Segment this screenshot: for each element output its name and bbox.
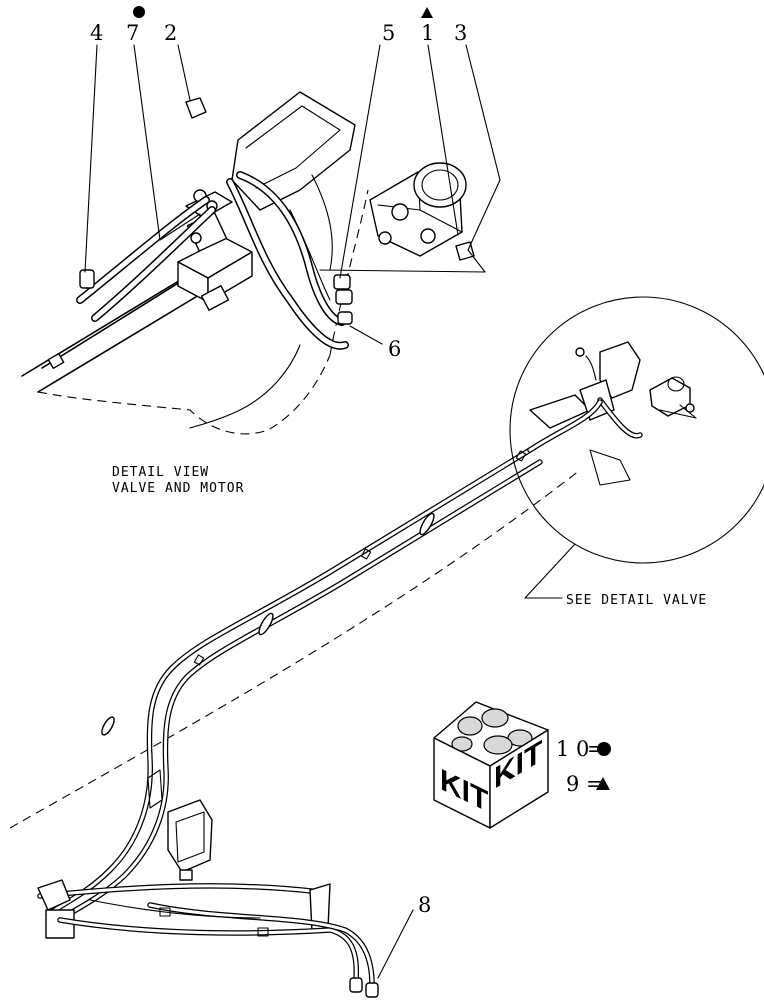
callout-8: 8	[418, 893, 431, 917]
kit9-number: 9 =	[566, 772, 604, 796]
detail-circle	[509, 296, 764, 599]
notes: DETAIL VIEW VALVE AND MOTOR SEE DETAIL V…	[112, 465, 707, 608]
hose-routing	[9, 447, 581, 998]
callout-7: 7	[126, 21, 139, 45]
callout-6: 6	[388, 337, 401, 361]
kit10-circle-legend-symbol	[597, 742, 611, 756]
see-detail-valve-label: SEE DETAIL VALVE	[566, 593, 707, 608]
kit10-equals: =	[587, 737, 605, 761]
callout-leaders	[84, 44, 501, 979]
callout-labels: 1 2 3 4 5 6 7 8	[90, 6, 467, 917]
kit9-triangle-legend-symbol	[596, 777, 610, 790]
callout-2: 2	[164, 21, 177, 45]
callout-1: 1	[421, 21, 434, 45]
detail-view-valve-motor	[21, 91, 475, 435]
kit9-triangle-symbol	[421, 7, 433, 18]
kit10-circle-symbol	[133, 6, 145, 18]
callout-3: 3	[454, 21, 467, 45]
detail-view-caption-line2: VALVE AND MOTOR	[112, 481, 244, 496]
detail-view-caption-line1: DETAIL VIEW	[112, 465, 209, 480]
kit10-number: 1 0	[556, 737, 589, 761]
callout-4: 4	[90, 21, 103, 45]
callout-5: 5	[382, 21, 395, 45]
kit-box-legend: KIT KIT 1 0 = 9 =	[433, 701, 611, 829]
